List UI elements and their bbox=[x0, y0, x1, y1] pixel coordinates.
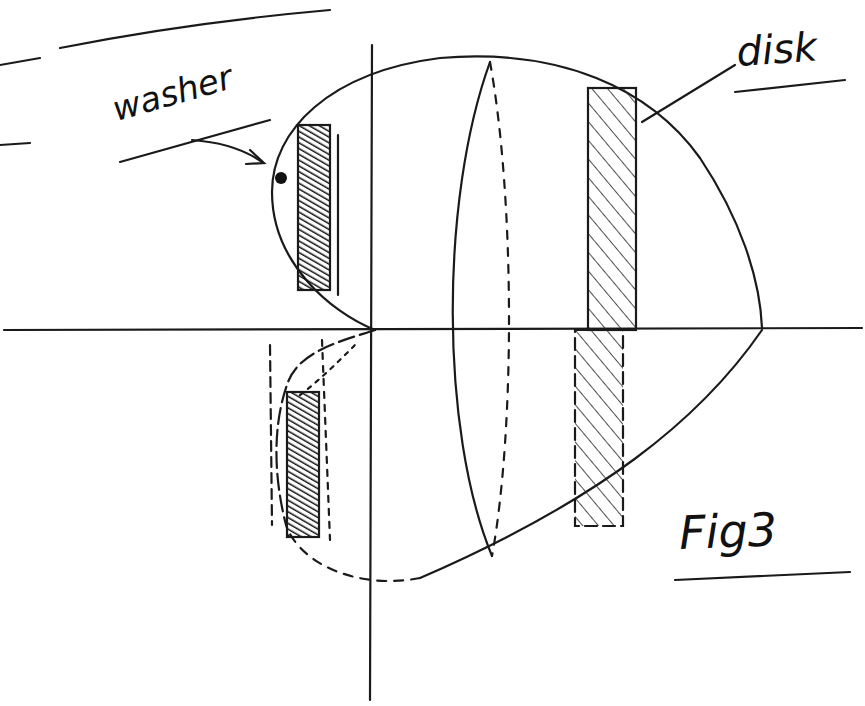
washer-lower-edge bbox=[270, 345, 272, 525]
outline-upper bbox=[272, 56, 762, 330]
cross-section-front bbox=[453, 62, 492, 556]
dot bbox=[275, 172, 287, 184]
disk-label: disk bbox=[735, 26, 818, 72]
washer-upper bbox=[298, 125, 330, 290]
disk-upper bbox=[588, 88, 636, 330]
washer-lower bbox=[287, 392, 319, 537]
y-axis bbox=[370, 45, 372, 700]
underline bbox=[735, 80, 845, 92]
washer-edge bbox=[337, 135, 339, 295]
arrowhead bbox=[246, 150, 264, 164]
underline bbox=[0, 10, 330, 65]
underline bbox=[120, 120, 270, 162]
stroke bbox=[0, 143, 30, 145]
washer-hole bbox=[300, 345, 355, 395]
disk-lower bbox=[575, 330, 623, 526]
figure-number: Fig3 bbox=[678, 507, 777, 556]
washer-inner-edge bbox=[322, 340, 330, 540]
x-axis bbox=[4, 328, 862, 330]
leader-line bbox=[642, 65, 735, 122]
cross-section-back bbox=[490, 62, 509, 556]
underline bbox=[675, 572, 850, 580]
washer-label: washer bbox=[109, 59, 236, 126]
